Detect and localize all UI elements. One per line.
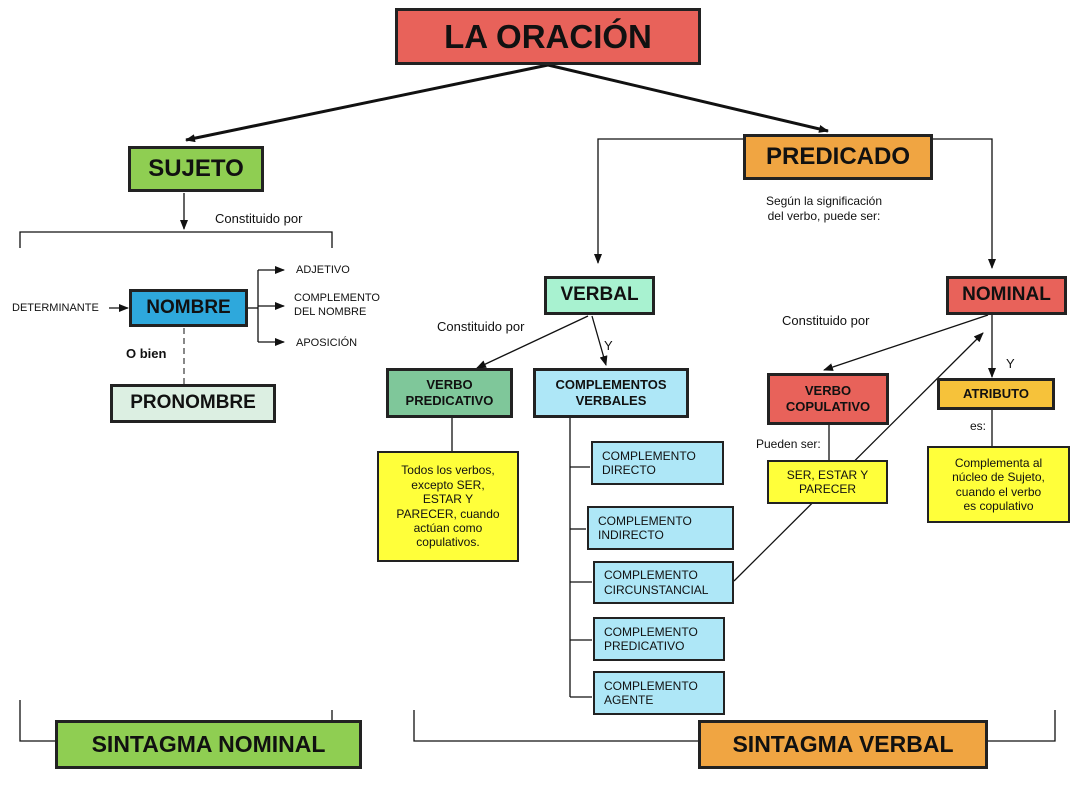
atributo-box: ATRIBUTO — [937, 378, 1055, 410]
atributo-nota: Complementa al núcleo de Sujeto, cuando … — [927, 446, 1070, 523]
sujeto-box: SUJETO — [128, 146, 264, 192]
pueden-ser-label: Pueden ser: — [756, 437, 821, 451]
arrow-circunstancial-nominal — [733, 332, 984, 582]
complemento-circunstancial-box: COMPLEMENTO CIRCUNSTANCIAL — [593, 561, 734, 604]
verbal-box: VERBAL — [544, 276, 655, 315]
arrow-oracion-sujeto — [185, 63, 549, 143]
complemento-directo-box: COMPLEMENTO DIRECTO — [591, 441, 724, 485]
arrow-predicado-nominal — [933, 138, 996, 269]
adjetivo-label: ADJETIVO — [296, 264, 350, 276]
arrow-oracion-predicado — [547, 63, 829, 133]
pronombre-box: PRONOMBRE — [110, 384, 276, 423]
aposicion-label: APOSICIÓN — [296, 337, 358, 349]
complemento-predicativo-box: COMPLEMENTO PREDICATIVO — [593, 617, 725, 661]
arrow-verbal-complementos — [591, 315, 608, 366]
nominal-y-label: Y — [1006, 356, 1015, 371]
verbal-constituido-label: Constituido por — [437, 319, 525, 334]
es-label: es: — [970, 419, 987, 433]
nominal-constituido-label: Constituido por — [782, 313, 870, 328]
ser-estar-parecer-box: SER, ESTAR Y PARECER — [767, 460, 888, 504]
verbo-copulativo-box: VERBO COPULATIVO — [767, 373, 889, 425]
verbal-y-label: Y — [604, 338, 613, 353]
sintagma-nominal-box: SINTAGMA NOMINAL — [55, 720, 362, 769]
nombre-box: NOMBRE — [129, 289, 248, 327]
bracket-sujeto — [19, 231, 333, 248]
nominal-box: NOMINAL — [946, 276, 1067, 315]
complemento-indirecto-box: COMPLEMENTO INDIRECTO — [587, 506, 734, 550]
sintagma-verbal-box: SINTAGMA VERBAL — [698, 720, 988, 769]
o-bien-label: O bien — [126, 346, 167, 361]
verbo-predicativo-box: VERBO PREDICATIVO — [386, 368, 513, 418]
segun-label: Según la significación del verbo, puede … — [765, 194, 883, 223]
predicado-box: PREDICADO — [743, 134, 933, 180]
bracket-sintagma-verbal — [413, 710, 698, 742]
arrow-verbal-verbo-predicativo — [476, 315, 589, 369]
complementos-verbales-box: COMPLEMENTOS VERBALES — [533, 368, 689, 418]
verbo-predicativo-nota: Todos los verbos, excepto SER, ESTAR Y P… — [377, 451, 519, 562]
determinante-label: DETERMINANTE — [12, 302, 99, 314]
complemento-agente-box: COMPLEMENTO AGENTE — [593, 671, 725, 715]
oracion-box: LA ORACIÓN — [395, 8, 701, 65]
bracket-sintagma-nominal — [19, 700, 55, 742]
complemento-nombre-label: COMPLEMENTO DEL NOMBRE — [294, 292, 380, 318]
arrow-nominal-copulativo — [823, 314, 989, 371]
sujeto-constituido-label: Constituido por — [215, 211, 303, 226]
arrow-predicado-verbal — [594, 138, 743, 264]
